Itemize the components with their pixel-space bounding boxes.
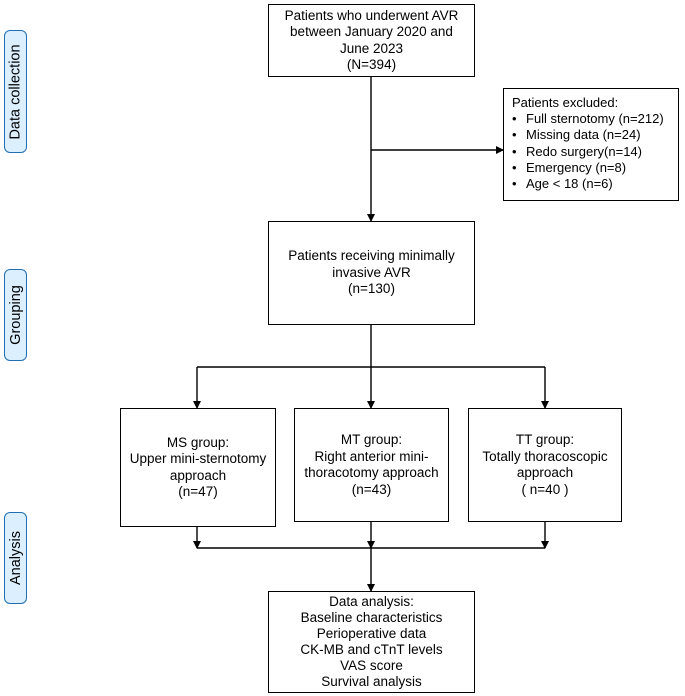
stage-label-text: Grouping	[7, 285, 24, 345]
box-text-line: (n=130)	[348, 281, 395, 297]
box-text-line: Data analysis:	[329, 594, 414, 609]
box-text-line: thoracotomy approach	[304, 465, 439, 480]
box-text-line: approach	[516, 465, 574, 480]
box-text-line: June 2023	[339, 40, 404, 56]
box-text-line: Totally thoracoscopic	[482, 448, 608, 464]
box-text-line: MT group:	[340, 432, 403, 447]
box-text-line: Patients receiving minimally	[288, 248, 455, 264]
box-text-line: Perioperative data	[316, 626, 427, 641]
box-text-line: (n=47)	[178, 484, 218, 499]
box-text-line: Baseline characteristics	[300, 610, 443, 625]
box-text-line: TT group:	[515, 432, 575, 447]
stage-label-text: Data collection	[7, 43, 24, 140]
excluded-item: Missing data (n=24)	[512, 127, 670, 143]
box-text-line: invasive AVR	[332, 264, 411, 280]
box-text-line: between January 2020 and	[290, 24, 453, 39]
box-text-line: VAS score	[340, 658, 403, 673]
box-text-line: Patients who underwent AVR	[284, 7, 459, 23]
stage-label-grouping: Grouping	[4, 269, 27, 361]
box-text-line: approach	[169, 467, 227, 483]
box-text-line: (n=43)	[351, 481, 392, 497]
box-excluded-patients: Patients excluded: Full sternotomy (n=21…	[503, 88, 679, 201]
box-minimally-invasive: Patients receiving minimally invasive AV…	[268, 221, 475, 325]
excluded-item: Full sternotomy (n=212)	[512, 111, 670, 127]
box-text-line: Right anterior mini-	[314, 448, 429, 464]
excluded-title: Patients excluded:	[512, 95, 619, 110]
box-text-line: CK-MB and cTnT levels	[300, 642, 443, 657]
box-tt-group: TT group: Totally thoracoscopic approach…	[468, 408, 622, 522]
box-text-line: ( n=40 )	[521, 481, 569, 497]
excluded-list: Full sternotomy (n=212) Missing data (n=…	[512, 111, 670, 192]
excluded-item: Age < 18 (n=6)	[512, 176, 670, 192]
stage-label-data-collection: Data collection	[4, 30, 27, 153]
excluded-item: Emergency (n=8)	[512, 160, 670, 176]
box-mt-group: MT group: Right anterior mini- thoracoto…	[294, 408, 449, 522]
box-text-line: Survival analysis	[321, 674, 422, 689]
stage-label-text: Analysis	[7, 531, 24, 585]
box-text-line: (N=394)	[346, 57, 397, 72]
box-enrolled-patients: Patients who underwent AVR between Janua…	[268, 4, 475, 77]
box-data-analysis: Data analysis: Baseline characteristics …	[268, 591, 475, 693]
box-text-line: MS group:	[166, 434, 230, 450]
excluded-item: Redo surgery(n=14)	[512, 144, 670, 160]
box-ms-group: MS group: Upper mini-sternotomy approach…	[120, 408, 276, 527]
box-text-line: Upper mini-sternotomy	[129, 451, 267, 466]
stage-label-analysis: Analysis	[4, 512, 27, 604]
